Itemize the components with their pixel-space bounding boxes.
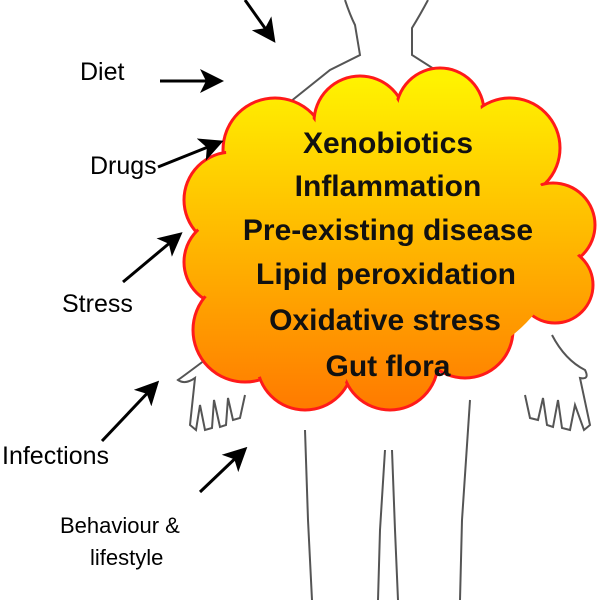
right-hand — [524, 334, 592, 432]
arrows — [100, 0, 276, 494]
label-stress: Stress — [62, 290, 133, 318]
arrow-behaviour — [198, 446, 248, 494]
label-lifestyle: lifestyle — [90, 545, 163, 570]
label-behaviour: Behaviour & — [60, 513, 180, 538]
arrow-infections — [100, 380, 160, 443]
cloud-item-inflammation: Inflammation — [295, 170, 482, 203]
factors-cloud: Xenobiotics Inflammation Pre-existing di… — [182, 66, 597, 412]
cloud-item-oxidative-stress: Oxidative stress — [269, 304, 501, 337]
cloud-item-pre-existing-disease: Pre-existing disease — [243, 214, 533, 247]
label-infections: Infections — [2, 442, 109, 470]
arrow-stress — [122, 232, 183, 284]
label-drugs: Drugs — [90, 152, 157, 180]
arrow-drugs — [157, 138, 224, 169]
cloud-item-gut-flora: Gut flora — [326, 350, 451, 383]
cloud-item-xenobiotics: Xenobiotics — [303, 127, 473, 160]
cloud-item-lipid-peroxidation: Lipid peroxidation — [256, 258, 516, 291]
label-diet: Diet — [80, 58, 125, 86]
human-body-outline — [176, 0, 592, 600]
arrow-top — [243, 0, 276, 43]
left-hand — [176, 359, 246, 432]
